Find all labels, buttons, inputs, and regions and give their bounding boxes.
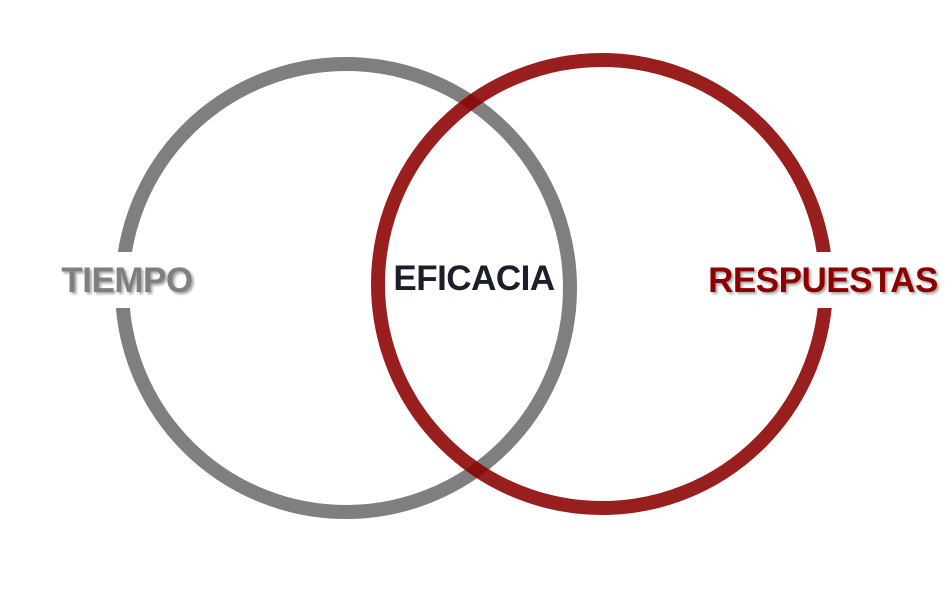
eficacia-label: EFICACIA — [393, 259, 555, 298]
respuestas-label-bg — [712, 252, 938, 308]
tiempo-label-bg — [54, 252, 200, 308]
respuestas-label: RESPUESTAS — [708, 261, 938, 300]
tiempo-label: TIEMPO — [61, 261, 192, 300]
eficacia-label-bg — [392, 250, 556, 306]
